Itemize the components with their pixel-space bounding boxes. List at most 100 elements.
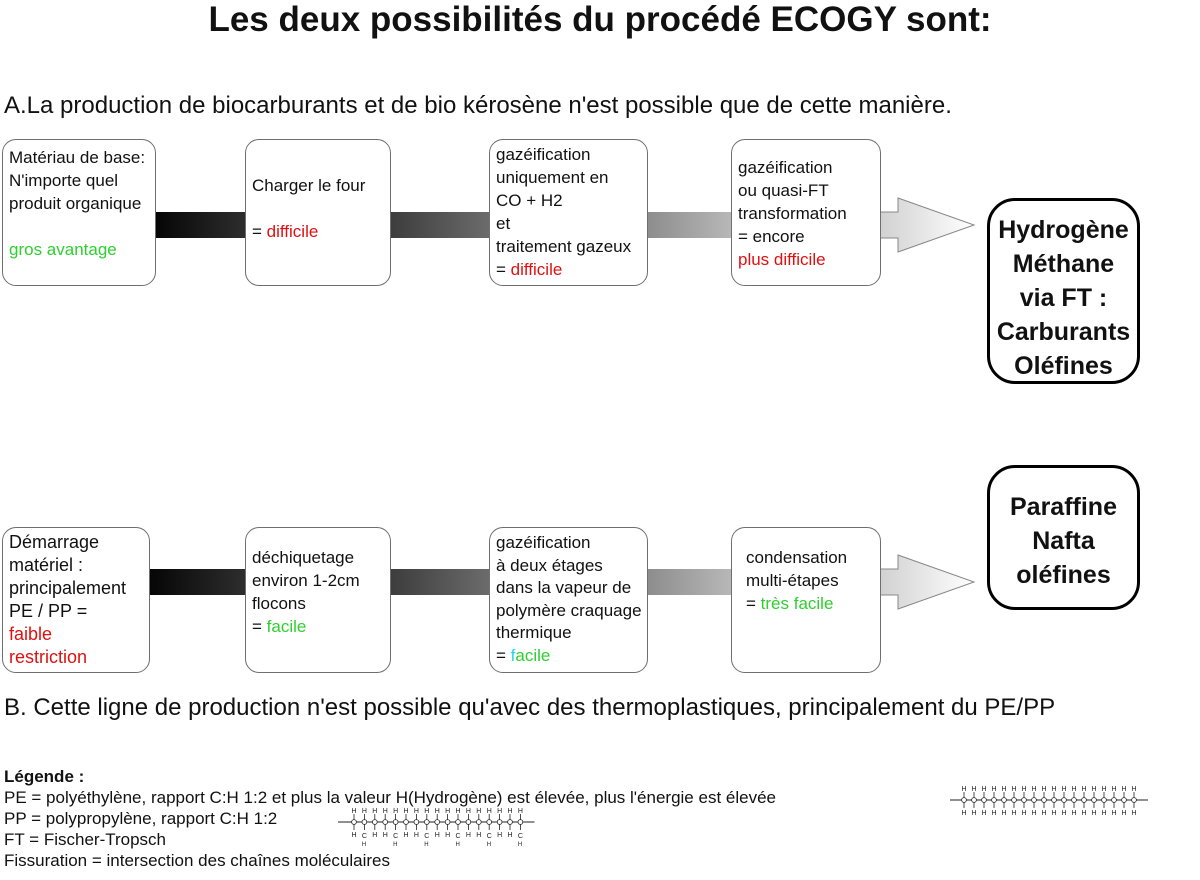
svg-text:H: H [435,808,440,815]
step-b4-eq: = [746,594,761,613]
step-a3-line1: gazéification [496,145,591,164]
legend-ft: FT = Fischer-Tropsch [4,830,167,849]
svg-text:H: H [508,832,513,839]
svg-text:H: H [404,808,409,815]
svg-text:H: H [1112,786,1117,793]
svg-text:H: H [456,842,460,848]
svg-text:H: H [497,832,502,839]
svg-text:H: H [466,808,471,815]
svg-text:H: H [383,808,388,815]
svg-text:H: H [476,832,481,839]
svg-text:H: H [1072,786,1077,793]
result-b-box: Paraffine Nafta oléfines [987,465,1140,610]
step-b2-line2: environ 1-2cm [252,571,360,590]
step-a2-line1: Charger le four [252,176,366,195]
svg-text:H: H [476,808,481,815]
svg-text:H: H [962,810,967,817]
svg-text:H: H [435,832,440,839]
svg-text:H: H [1052,786,1057,793]
result-a-line1: Hydrogène [998,216,1129,244]
svg-text:H: H [982,786,987,793]
svg-text:H: H [1122,810,1127,817]
svg-text:H: H [1012,810,1017,817]
arrow-b [875,554,976,610]
svg-text:H: H [372,808,377,815]
step-a4-line4: = encore [738,227,805,246]
step-a3-highlight: difficile [510,260,563,279]
result-a-line5: Oléfines [1014,352,1113,380]
svg-text:H: H [982,810,987,817]
svg-text:C: C [456,833,461,840]
svg-text:H: H [445,808,450,815]
svg-text:C: C [362,833,367,840]
svg-text:H: H [1072,810,1077,817]
step-a4-line1: gazéification [738,158,833,177]
svg-text:H: H [383,832,388,839]
connector-a2 [389,212,491,238]
svg-text:H: H [508,808,513,815]
step-b2-eq: = [252,617,267,636]
step-a3-line2: uniquement en [496,168,609,187]
svg-text:H: H [445,832,450,839]
svg-text:H: H [972,786,977,793]
svg-text:H: H [972,810,977,817]
svg-text:H: H [1102,786,1107,793]
step-a3-box: gazéification uniquement en CO + H2 et t… [489,139,648,286]
svg-text:H: H [497,808,502,815]
legend-fissuration: Fissuration = intersection des chaînes m… [4,851,390,870]
step-a2-highlight: difficile [266,222,319,241]
step-b1-line3: principalement [9,578,127,598]
step-b4-highlight: très facile [760,594,834,613]
step-b2-box: déchiquetage environ 1-2cm flocons = fac… [245,527,391,673]
step-a2-box: Charger le four = difficile [245,139,391,286]
connector-a1 [154,212,247,238]
svg-text:H: H [424,808,429,815]
svg-text:H: H [962,786,967,793]
svg-text:H: H [456,808,461,815]
step-b4-line1: condensation [746,548,848,567]
svg-text:C: C [518,833,523,840]
step-b3-highlight-b: acile [515,645,551,665]
arrow-a [875,197,976,253]
svg-text:H: H [352,832,357,839]
step-a3-line4: et [496,214,511,233]
svg-text:H: H [1132,786,1137,793]
step-b3-box: gazéification à deux étages dans la vape… [489,527,648,673]
step-a4-line3: transformation [738,204,847,223]
step-a1-line2: N'importe quel [9,171,119,190]
svg-text:H: H [1022,786,1027,793]
step-a4-highlight: plus difficile [738,250,826,269]
step-a1-line3: produit organique [9,194,142,213]
svg-text:H: H [352,808,357,815]
step-b1-highlight2: restriction [9,647,88,667]
section-b-label: B. Cette ligne de production n'est possi… [4,694,1056,721]
step-b3-line2: à deux étages [496,555,603,575]
step-b1-line1: Démarrage [9,532,100,552]
connector-b3 [646,569,732,595]
result-b-line1: Paraffine [1010,493,1117,521]
svg-text:H: H [404,832,409,839]
svg-text:H: H [414,808,419,815]
result-b-line3: oléfines [1016,561,1111,589]
step-b2-line3: flocons [252,594,306,613]
svg-text:H: H [1062,810,1067,817]
svg-text:H: H [424,842,428,848]
svg-text:H: H [1122,786,1127,793]
svg-text:C: C [424,833,429,840]
svg-text:H: H [414,832,419,839]
svg-text:H: H [393,842,397,848]
svg-text:H: H [362,842,366,848]
svg-text:H: H [1032,810,1037,817]
svg-text:C: C [487,833,492,840]
svg-text:H: H [1082,810,1087,817]
step-a1-line1: Matériau de base: [9,148,146,167]
step-b3-line4: polymère craquage [496,600,642,620]
svg-text:H: H [518,842,522,848]
result-b-line2: Nafta [1032,527,1095,555]
legend-pe: PE = polyéthylène, rapport C:H 1:2 et pl… [4,788,776,807]
svg-text:H: H [487,842,491,848]
svg-text:H: H [372,832,377,839]
connector-a3 [646,212,732,238]
connector-b2 [389,569,491,595]
